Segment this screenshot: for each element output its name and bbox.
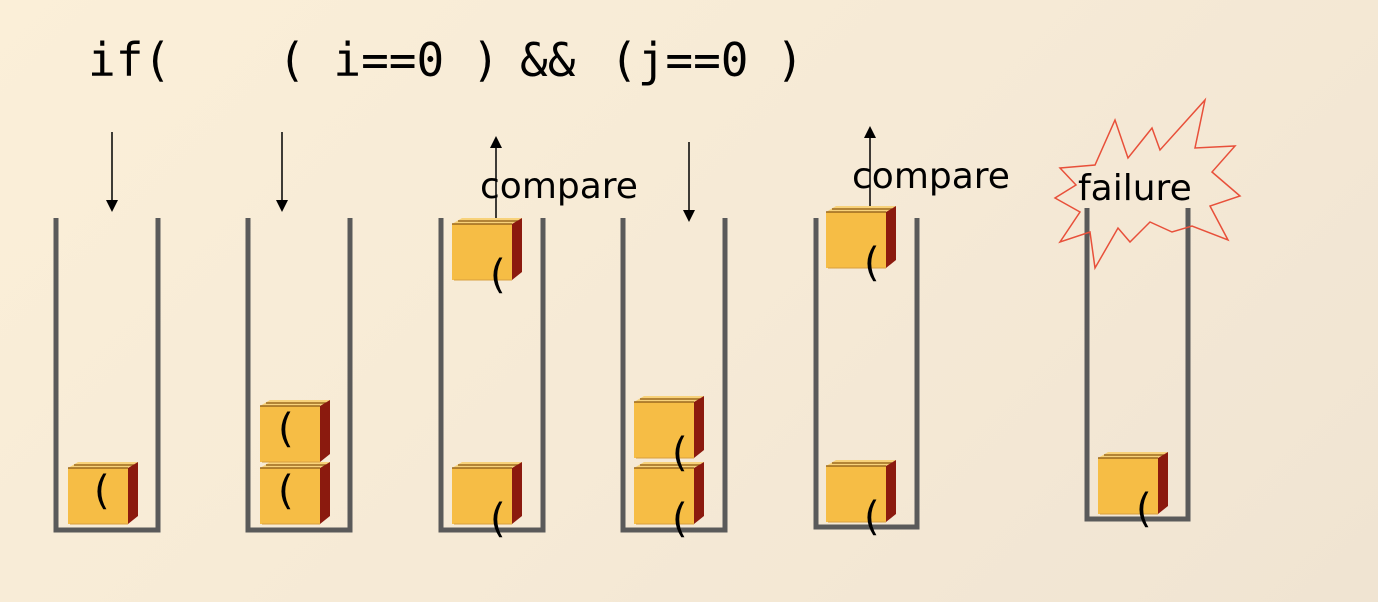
stack-container-6 bbox=[1084, 208, 1191, 522]
box-2b: ( bbox=[259, 399, 331, 463]
box-2a: ( bbox=[259, 461, 331, 525]
code-and-operator: && bbox=[520, 33, 576, 87]
box-5b: ( bbox=[825, 205, 897, 286]
code-condition-j: (j==0 ) bbox=[610, 33, 804, 87]
svg-text:(: ( bbox=[278, 406, 294, 452]
compare-label-1: compare bbox=[480, 166, 638, 207]
stack-container-1 bbox=[53, 218, 161, 533]
svg-text:(: ( bbox=[94, 468, 110, 514]
svg-text:(: ( bbox=[864, 494, 880, 540]
svg-text:(: ( bbox=[490, 496, 506, 542]
svg-text:(: ( bbox=[864, 240, 880, 286]
stack-container-2 bbox=[245, 218, 353, 533]
box-1a: ( bbox=[67, 461, 139, 525]
compare-label-2: compare bbox=[852, 156, 1010, 197]
code-condition-i: ( i==0 ) bbox=[278, 33, 500, 87]
svg-text:(: ( bbox=[1136, 486, 1152, 532]
box-3b: ( bbox=[451, 217, 523, 298]
svg-text:(: ( bbox=[490, 252, 506, 298]
box-6a: ( bbox=[1097, 451, 1169, 532]
svg-text:(: ( bbox=[672, 496, 688, 542]
svg-text:(: ( bbox=[672, 430, 688, 476]
stack-container-4 bbox=[620, 218, 728, 533]
box-4b: ( bbox=[633, 395, 705, 476]
box-4a: ( bbox=[633, 461, 705, 542]
box-5a: ( bbox=[825, 459, 897, 540]
failure-burst-icon bbox=[1053, 97, 1242, 271]
failure-label: failure bbox=[1078, 168, 1192, 209]
svg-text:(: ( bbox=[278, 468, 294, 514]
stack-container-5 bbox=[813, 218, 920, 530]
box-3a: ( bbox=[451, 461, 523, 542]
code-if-keyword: if( bbox=[88, 33, 172, 87]
stack-container-3 bbox=[438, 218, 546, 533]
